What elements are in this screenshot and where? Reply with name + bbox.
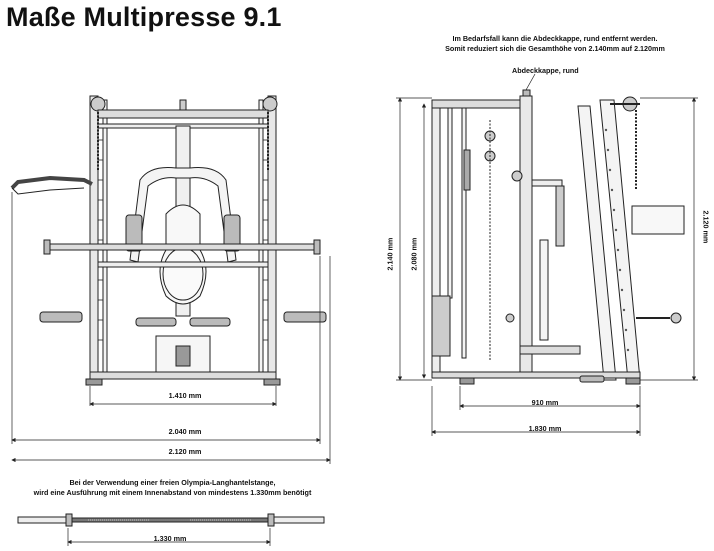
front-outer-width-label: 2.120 mm (168, 447, 202, 456)
front-view-dimensions (11, 192, 331, 464)
side-right-height-label: 2.120 mm (701, 210, 711, 244)
front-mid-width-label: 2.040 mm (168, 427, 202, 436)
barbell-width-label: 1.330 mm (153, 534, 187, 543)
olympic-barbell (17, 513, 325, 527)
side-total-height-label: 2.140 mm (385, 237, 395, 271)
side-frame-height-label: 2.080 mm (409, 237, 419, 271)
side-depth-label: 1.830 mm (528, 424, 562, 433)
side-base-width-label: 910 mm (531, 398, 559, 407)
cap-removal-note-line1: Im Bedarfsfall kann die Abdeckkappe, run… (452, 34, 658, 43)
side-view-machine (431, 89, 685, 385)
cap-removal-note: Im Bedarfsfall kann die Abdeckkappe, run… (400, 34, 710, 53)
barbell-note: Bei der Verwendung einer freien Olympia-… (0, 478, 345, 497)
cap-label: Abdeckkappe, rund (512, 66, 579, 75)
side-view-dimensions (396, 73, 698, 436)
barbell-dimensions (67, 528, 271, 546)
front-view-machine (10, 95, 327, 386)
front-inner-width-label: 1.410 mm (168, 391, 202, 400)
page-title: Maße Multipresse 9.1 (6, 2, 282, 32)
cap-removal-note-line2: Somit reduziert sich die Gesamthöhe von … (445, 43, 665, 53)
barbell-note-line2: wird eine Ausführung mit einem Innenabst… (33, 487, 312, 497)
barbell-note-line1: Bei der Verwendung einer freien Olympia-… (69, 478, 276, 487)
